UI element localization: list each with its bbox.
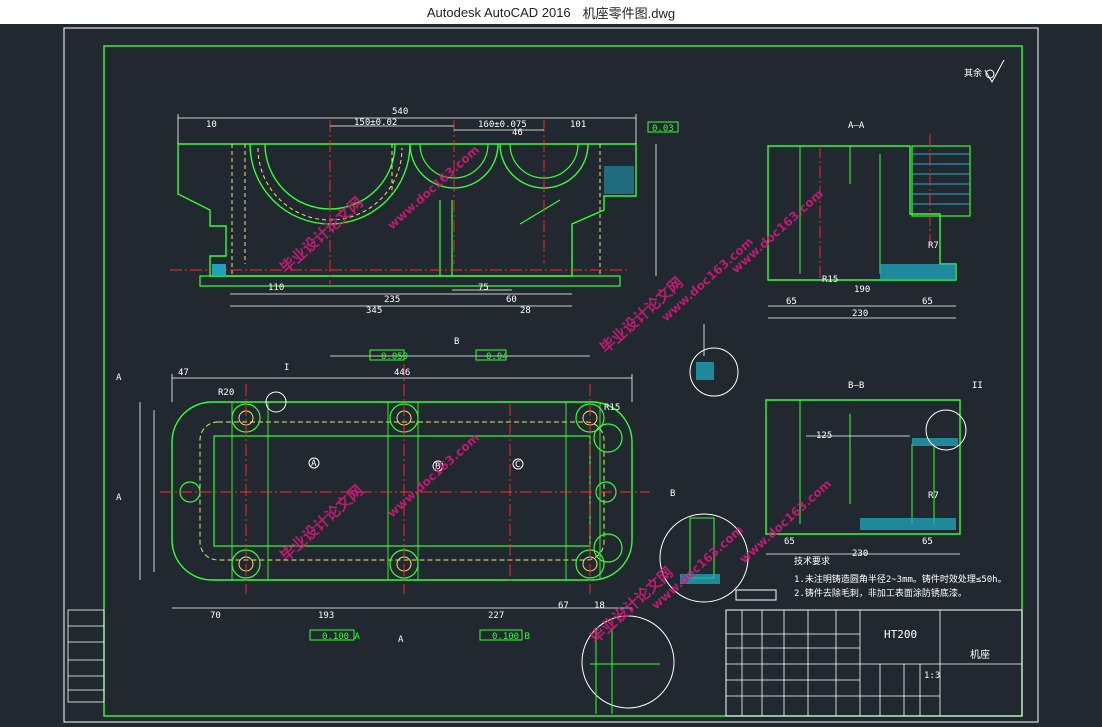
dim-r15: R15 bbox=[604, 403, 620, 413]
dim-bb-65a: 65 bbox=[784, 537, 795, 547]
cad-drawing[interactable]: 其余 540 150±0.02 160±0.075 10 46 101 110 bbox=[0, 24, 1102, 727]
section-mark-b-side: B bbox=[670, 489, 675, 499]
datum-c: C bbox=[515, 460, 520, 470]
dim-28: 28 bbox=[520, 306, 531, 316]
dim-bb-r7: R7 bbox=[928, 491, 939, 501]
watermark-url-1: www.doc163.com bbox=[385, 143, 482, 233]
dim-227: 227 bbox=[488, 611, 504, 621]
dim-aa-190: 190 bbox=[854, 285, 870, 295]
detail-circle-bottom bbox=[581, 615, 675, 709]
section-bb-label: B—B bbox=[848, 381, 864, 391]
dim-446: 446 bbox=[394, 368, 410, 378]
dim-193: 193 bbox=[318, 611, 334, 621]
front-view bbox=[139, 349, 650, 641]
dim-47: 47 bbox=[178, 368, 189, 378]
tech-req-1: 1.未注明铸造圆角半径2~3mm。铸件时效处理≤50h。 bbox=[794, 573, 1007, 585]
dim-235: 235 bbox=[384, 295, 400, 305]
watermark-url-5: www.doc163.com bbox=[729, 187, 826, 277]
top-view bbox=[170, 114, 679, 307]
scale-label: 1:3 bbox=[924, 671, 940, 681]
dim-150: 150±0.02 bbox=[354, 118, 397, 128]
dim-bb-65b: 65 bbox=[922, 537, 933, 547]
section-bb-view bbox=[765, 399, 967, 555]
tol-perp-b: 0.100 B bbox=[492, 632, 530, 642]
section-mark-a-bottom: A bbox=[398, 635, 404, 645]
dim-160: 160±0.075 bbox=[478, 120, 527, 130]
watermark-1: 毕业设计论文网 bbox=[277, 193, 367, 277]
tol-flatness: 0.03 bbox=[652, 124, 674, 134]
section-aa-label: A—A bbox=[848, 121, 865, 131]
inner-border bbox=[103, 45, 1023, 717]
tech-req-2: 2.铸件去除毛刺，非加工表面涂防锈底漆。 bbox=[794, 587, 967, 599]
section-mark-b-top: B bbox=[454, 337, 459, 347]
detail-mark-i: I bbox=[284, 363, 289, 373]
watermark-url-3: www.doc163.com bbox=[385, 431, 482, 521]
dim-345: 345 bbox=[366, 306, 382, 316]
watermark-url-6: www.doc163.com bbox=[737, 477, 834, 567]
part-name: 机座 bbox=[970, 648, 990, 661]
material-label: HT200 bbox=[884, 628, 917, 641]
dim-bb-125: 125 bbox=[816, 431, 832, 441]
tol-parallel-2: 0.04 bbox=[486, 352, 508, 362]
dim-110: 110 bbox=[268, 283, 284, 293]
tol-parallel-1: 0.050 bbox=[381, 352, 408, 362]
dim-aa-r15: R15 bbox=[822, 275, 838, 285]
revision-table bbox=[67, 609, 105, 703]
dim-18: 18 bbox=[594, 601, 605, 611]
dim-aa-65b: 65 bbox=[922, 297, 933, 307]
detail-bottom-lines bbox=[590, 628, 660, 714]
detail-ii-view bbox=[659, 513, 777, 603]
dim-101: 101 bbox=[570, 120, 586, 130]
section-mark-a-top: A bbox=[116, 373, 122, 383]
section-mark-a-side: A bbox=[116, 493, 122, 503]
dim-bb-230: 230 bbox=[852, 549, 868, 559]
dim-46: 46 bbox=[512, 128, 523, 138]
outer-frame bbox=[63, 27, 1039, 723]
detail-i-view bbox=[689, 324, 739, 397]
app-title: Autodesk AutoCAD 2016 bbox=[426, 4, 571, 20]
dim-60: 60 bbox=[506, 295, 517, 305]
datum-a: A bbox=[311, 459, 317, 469]
tol-perp-a: 0.100 A bbox=[322, 632, 361, 642]
dim-67: 67 bbox=[558, 601, 569, 611]
dim-aa-65a: 65 bbox=[786, 297, 797, 307]
roughness-circle-icon bbox=[985, 69, 995, 79]
file-name: 机座零件图.dwg bbox=[582, 5, 676, 21]
tech-req-title: 技术要求 bbox=[794, 555, 830, 567]
roughness-note: 其余 bbox=[964, 67, 982, 79]
dim-r20: R20 bbox=[218, 388, 234, 398]
dim-70: 70 bbox=[210, 611, 221, 621]
dim-aa-r7: R7 bbox=[928, 241, 939, 251]
window-titlebar: Autodesk AutoCAD 2016 机座零件图.dwg bbox=[0, 0, 1102, 25]
watermark-3: 毕业设计论文网 bbox=[277, 481, 367, 565]
roughness-icon bbox=[984, 59, 1005, 84]
dim-75: 75 bbox=[478, 283, 489, 293]
dim-540: 540 bbox=[392, 107, 408, 117]
detail-mark-ii: II bbox=[972, 381, 983, 391]
dim-10: 10 bbox=[206, 120, 217, 130]
dim-aa-230: 230 bbox=[852, 309, 868, 319]
section-aa-view bbox=[767, 134, 971, 319]
drawing-canvas[interactable]: 其余 540 150±0.02 160±0.075 10 46 101 110 bbox=[0, 24, 1102, 727]
title-block bbox=[725, 609, 1023, 717]
datum-b: B bbox=[435, 462, 440, 472]
